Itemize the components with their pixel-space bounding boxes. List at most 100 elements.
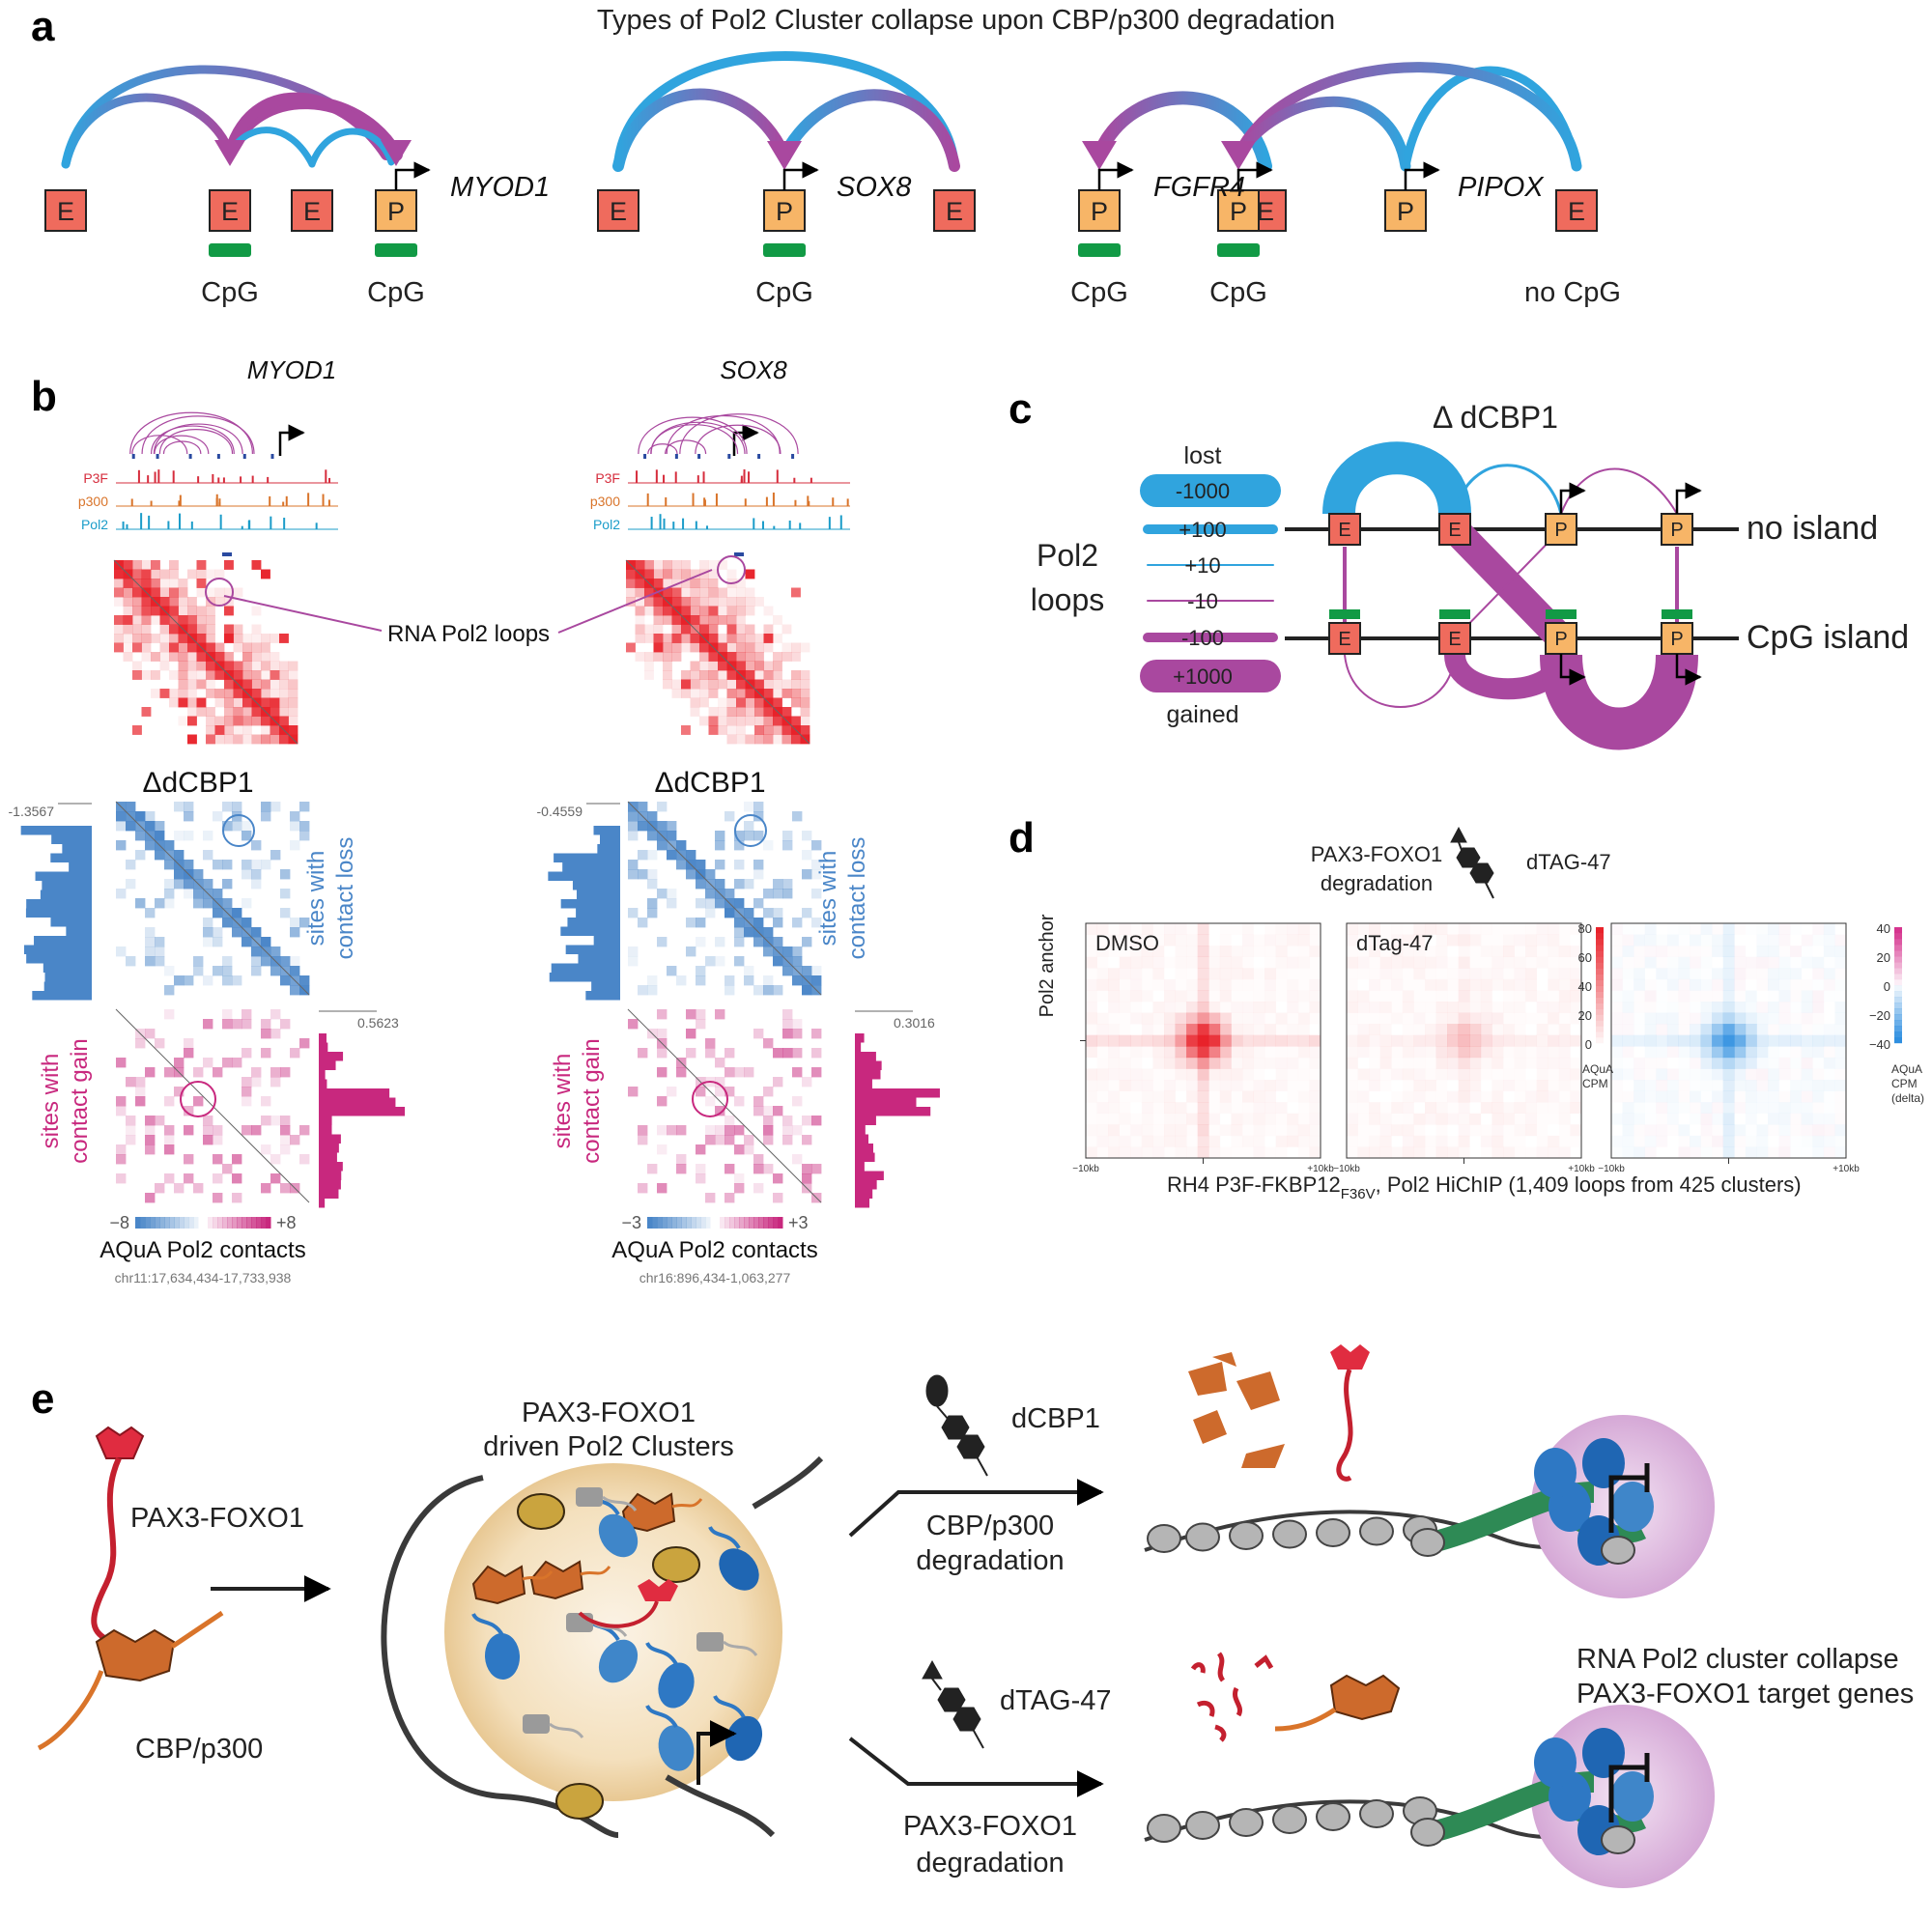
heat-cell: [1391, 1114, 1403, 1125]
contact-cell: [736, 615, 746, 625]
contact-cell: [169, 634, 179, 643]
loss-bar: [25, 908, 93, 918]
diagonal: [625, 559, 810, 745]
contact-cell: [699, 652, 709, 662]
heat-cell: [1287, 1068, 1298, 1080]
gain-cell: [155, 1183, 165, 1194]
contact-cell: [151, 615, 160, 625]
contact-cell: [736, 634, 746, 643]
heat-cell: [1436, 1102, 1448, 1114]
loss-cell: [773, 879, 783, 890]
gain-cell: [232, 1173, 242, 1184]
gain-cell: [135, 1096, 146, 1107]
heat-cell: [1130, 956, 1143, 969]
heat-cell: [1164, 1068, 1176, 1080]
gain-cell: [792, 1048, 803, 1059]
heat-cell: [1514, 1102, 1526, 1115]
contact-cell: [187, 597, 197, 607]
loss-cell: [753, 985, 764, 996]
heat-cell: [1611, 1136, 1623, 1147]
loss-cell: [724, 908, 735, 918]
track-label-1: p300: [590, 494, 620, 509]
caption-sub: F36V: [1341, 1186, 1376, 1202]
heat-cell: [1231, 1124, 1243, 1137]
heat-cell: [1559, 923, 1571, 935]
heat-cell: [1219, 956, 1232, 969]
contact-cell: [635, 597, 645, 607]
heat-cell: [1358, 1114, 1370, 1125]
heat-cell: [1690, 1024, 1701, 1036]
track-peak-2-12: [706, 525, 709, 529]
contact-cell: [242, 679, 252, 690]
loss-bar: [597, 844, 620, 854]
x-tick-min: −10kb: [1072, 1164, 1099, 1174]
heat-cell: [1458, 978, 1470, 991]
loss-cell: [647, 975, 658, 986]
heat-cell: [1734, 1102, 1746, 1114]
heat-cell: [1152, 968, 1165, 980]
contact-cell: [745, 697, 755, 708]
gain-cell: [126, 1125, 136, 1136]
caption-post: , Pol2 HiChIP (1,409 loops from 425 clus…: [1376, 1172, 1802, 1197]
loss-cell: [782, 889, 793, 899]
heat-cell: [1570, 1068, 1582, 1081]
heat-cell: [1096, 1135, 1109, 1147]
promoter-box-1: [763, 189, 806, 232]
track-peak-2-3: [650, 517, 653, 529]
panel-letter-e: e: [31, 1375, 54, 1423]
heat-cell: [1347, 1091, 1358, 1103]
heat-cell: [1712, 978, 1724, 991]
contact-cell: [214, 652, 225, 662]
gain-bar: [855, 1107, 931, 1116]
track-peak-2-1: [241, 525, 243, 529]
pol2-collapsed-2: [1611, 1482, 1654, 1532]
heat-cell: [1690, 923, 1701, 935]
arrowhead-sox8: [767, 141, 802, 170]
heat-cell: [1141, 946, 1153, 958]
heat-cell: [1824, 1046, 1835, 1058]
heat-cell: [1141, 1135, 1153, 1147]
heat-cell: [1264, 1046, 1276, 1058]
scale-step: [188, 1217, 194, 1229]
caption-pre: RH4 P3F-FKBP12: [1167, 1172, 1341, 1197]
scale-step: [213, 1217, 218, 1229]
contact-cell: [708, 569, 719, 579]
scale-step: [671, 1217, 677, 1229]
gain-cell: [782, 1135, 793, 1145]
scale-step: [140, 1217, 146, 1229]
heat-cell: [1391, 934, 1404, 946]
heat-cell: [1537, 990, 1548, 1002]
track-peak-0-11: [172, 470, 175, 483]
contact-cell: [270, 689, 280, 698]
cbar-step: [1894, 997, 1902, 1003]
heat-cell: [1834, 923, 1846, 935]
nucleosome-0: [1147, 1814, 1181, 1843]
heat-cell: [1834, 1146, 1846, 1158]
heat-cell: [1391, 1034, 1404, 1047]
gain-cell: [164, 1096, 175, 1107]
loss-cell: [715, 937, 725, 947]
gain-cell: [657, 1144, 668, 1155]
heat-cell: [1745, 1068, 1757, 1081]
heat-cell: [1611, 935, 1623, 946]
contact-cell: [644, 634, 654, 643]
gain-cell: [763, 1038, 774, 1049]
loss-cell: [203, 898, 213, 909]
gain-cell: [270, 1173, 281, 1184]
heat-cell: [1447, 1124, 1459, 1136]
heat-cell: [1186, 1024, 1199, 1036]
contact-cell: [132, 615, 142, 625]
loss-cell: [715, 898, 725, 909]
loss-cell: [647, 898, 658, 909]
heat-cell: [1756, 979, 1768, 991]
contact-cell: [114, 597, 124, 607]
heat-cell: [1152, 1024, 1164, 1035]
contact-cell: [224, 689, 234, 698]
contact-cell: [159, 569, 170, 579]
heat-cell: [1701, 946, 1713, 957]
contact-cell: [736, 579, 746, 588]
contact-cell: [718, 634, 727, 643]
contact-cell: [233, 734, 243, 745]
heat-cell: [1536, 1146, 1548, 1159]
contact-cell: [141, 652, 152, 662]
